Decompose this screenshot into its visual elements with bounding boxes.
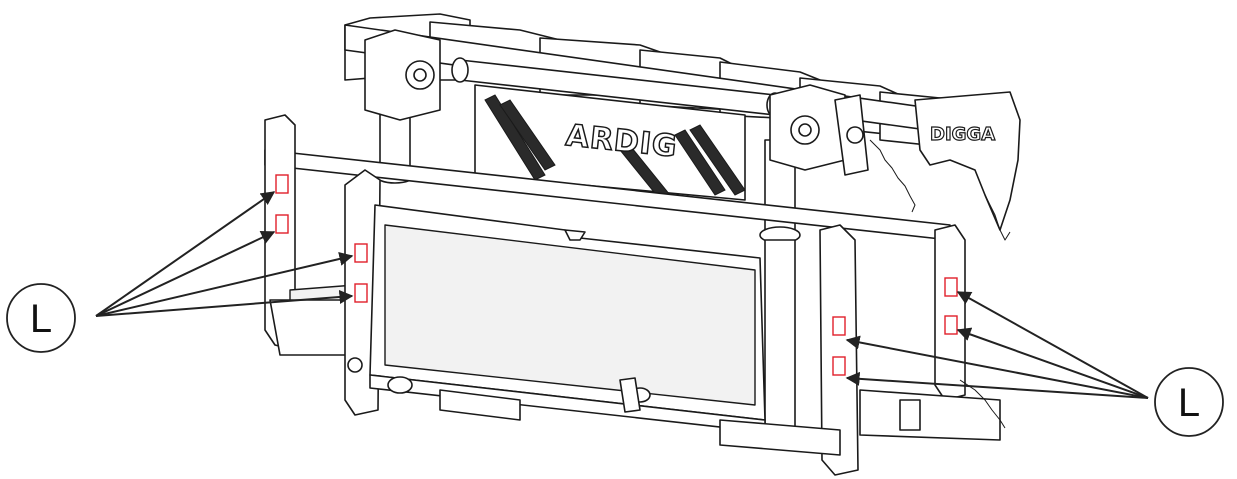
callout-left-label: L bbox=[30, 297, 52, 341]
lock-slot bbox=[354, 283, 368, 303]
lock-slot bbox=[832, 316, 846, 336]
lock-slot bbox=[944, 315, 958, 335]
grapple-jaw: DIGGA bbox=[869, 91, 1021, 241]
callout-left: L bbox=[6, 283, 76, 353]
right-outer-plate bbox=[859, 224, 1006, 441]
callout-right-label: L bbox=[1178, 381, 1200, 425]
lock-slot bbox=[275, 174, 289, 194]
backplate: ARDIG bbox=[474, 84, 746, 201]
lock-slot bbox=[832, 356, 846, 376]
grapple-logo-text: DIGGA bbox=[930, 124, 995, 145]
callout-right: L bbox=[1154, 367, 1224, 437]
right-inner-plate bbox=[719, 224, 859, 476]
lock-slot bbox=[275, 214, 289, 234]
left-outer-plate bbox=[264, 114, 356, 356]
lock-slots-right bbox=[832, 277, 958, 376]
lock-slot bbox=[944, 277, 958, 297]
leader-arrows-right bbox=[845, 291, 1149, 399]
lock-slot bbox=[354, 243, 368, 263]
pivot-brackets bbox=[364, 29, 869, 176]
lock-slots-left bbox=[275, 174, 368, 303]
mounting-plate bbox=[369, 204, 766, 433]
leader-arrows-left bbox=[95, 191, 354, 317]
